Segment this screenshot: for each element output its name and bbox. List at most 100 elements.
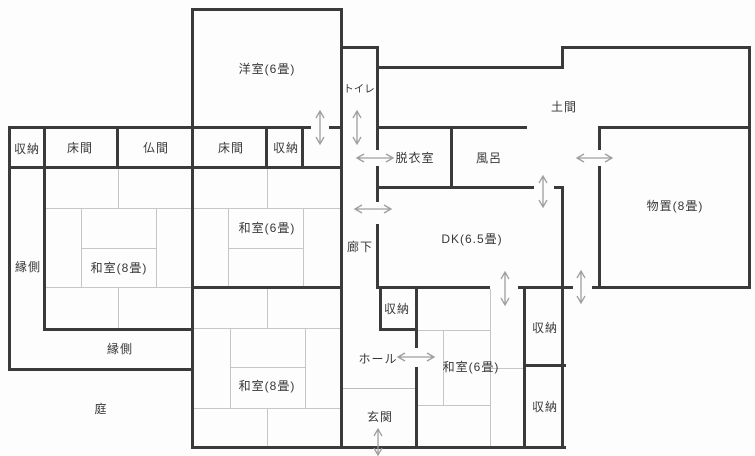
door-arrow [315, 109, 325, 146]
wall [523, 286, 526, 449]
wall [376, 66, 564, 69]
wall [598, 126, 751, 129]
tatami-line [194, 208, 340, 209]
room-label-hall: ホール [358, 352, 398, 366]
tatami-line [490, 289, 491, 446]
wall [301, 126, 304, 169]
wall [191, 8, 343, 11]
room-label-dk: DK(6.5畳) [441, 232, 503, 246]
wall [415, 367, 418, 449]
wall [523, 364, 566, 367]
wall [376, 166, 379, 202]
tatami-line [490, 368, 523, 369]
room-label-genkan: 玄関 [366, 410, 394, 424]
room-label-niwa: 庭 [94, 402, 108, 416]
door-arrow [575, 153, 614, 163]
wall [329, 126, 341, 129]
wall [561, 286, 564, 449]
door-arrow [576, 269, 586, 305]
room-label-engawa-s: 縁側 [106, 342, 134, 356]
wall [598, 126, 601, 150]
wall [191, 8, 194, 128]
room-label-washitsu6-se: 和室(6畳) [442, 360, 500, 374]
room-label-tokonoma-e: 床間 [217, 141, 245, 155]
tatami-line [228, 208, 229, 286]
door-arrow [500, 270, 510, 307]
tatami-line [230, 328, 231, 408]
wall [379, 328, 418, 331]
room-label-datsuishitsu: 脱衣室 [395, 151, 435, 165]
room-label-furo: 風呂 [475, 151, 503, 165]
room-label-doma: 土間 [550, 100, 578, 114]
room-label-tokonoma-w: 床間 [66, 141, 94, 155]
wall [8, 166, 343, 169]
wall [376, 224, 379, 288]
room-label-closet-ne: 収納 [272, 141, 300, 155]
tatami-line [194, 328, 340, 329]
tatami-line [418, 330, 490, 331]
tatami-line [303, 208, 304, 286]
room-label-closet-e-bot: 収納 [531, 400, 559, 414]
tatami-line [267, 289, 268, 328]
genkan-step-line [343, 388, 415, 389]
wall [415, 286, 418, 348]
wall [376, 46, 379, 150]
wall [8, 126, 11, 371]
wall [561, 186, 564, 289]
tatami-line [81, 208, 82, 287]
wall [303, 126, 311, 129]
door-arrow [373, 427, 383, 456]
wall [561, 46, 751, 49]
door-arrow [396, 352, 436, 362]
tatami-line [267, 408, 268, 446]
room-label-engawa-w: 縁側 [14, 260, 42, 274]
room-label-closet-e-top: 収納 [531, 321, 559, 335]
wall [554, 186, 564, 189]
room-label-roka: 廊下 [346, 240, 374, 254]
wall [561, 46, 564, 69]
wall [191, 286, 343, 289]
tatami-line [443, 330, 444, 405]
wall [518, 286, 564, 289]
wall [340, 46, 379, 49]
wall [748, 46, 751, 289]
wall [592, 286, 601, 289]
room-label-washitsu8-nw: 和室(8畳) [90, 261, 148, 275]
wall [376, 286, 490, 289]
room-label-yoshitsu: 洋室(6畳) [238, 62, 296, 76]
tatami-line [118, 287, 119, 328]
tatami-line [267, 169, 268, 208]
tatami-line [230, 367, 305, 368]
room-label-closet-nw: 収納 [13, 142, 41, 156]
tatami-line [156, 208, 157, 287]
room-label-washitsu6-n: 和室(6畳) [238, 221, 296, 235]
tatami-line [418, 405, 490, 406]
wall [561, 286, 573, 289]
wall [8, 126, 303, 129]
door-arrow [355, 153, 395, 163]
room-label-toilet: トイレ [343, 82, 375, 95]
room-label-closet-hall: 収納 [383, 302, 411, 316]
wall [43, 328, 194, 331]
door-arrow [352, 109, 362, 146]
tatami-line [305, 328, 306, 408]
wall [8, 368, 194, 371]
wall [340, 8, 343, 449]
door-arrow [538, 174, 548, 209]
room-label-washitsu8-s: 和室(8畳) [238, 379, 296, 393]
room-label-monooki: 物置(8畳) [646, 199, 704, 213]
tatami-line [228, 248, 303, 249]
tatami-line [46, 208, 191, 209]
wall [450, 126, 453, 189]
wall [376, 186, 534, 189]
wall [43, 126, 46, 331]
tatami-line [81, 248, 156, 249]
wall [598, 166, 601, 289]
wall [598, 286, 751, 289]
wall [191, 446, 566, 449]
room-label-butsuma: 仏間 [142, 141, 170, 155]
wall [116, 126, 119, 169]
wall [265, 126, 268, 169]
wall [379, 286, 382, 331]
